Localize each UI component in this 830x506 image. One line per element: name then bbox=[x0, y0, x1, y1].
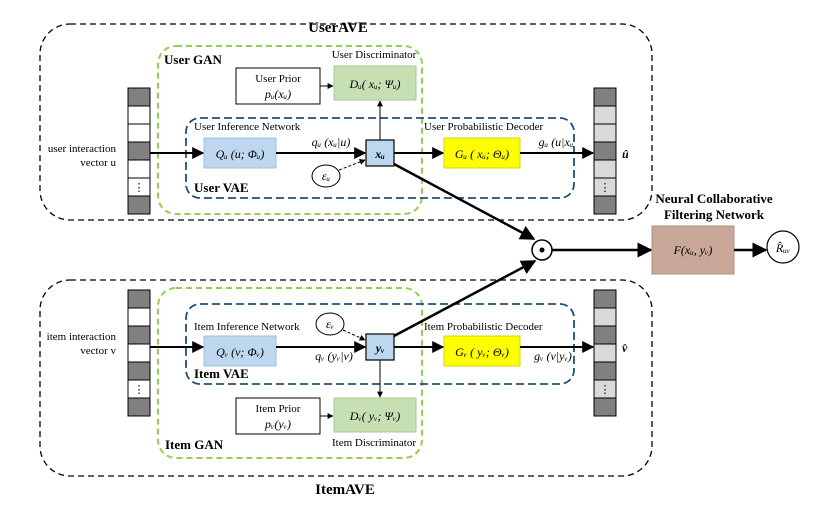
item-decoder-label: Item Probabilistic Decoder bbox=[424, 321, 543, 333]
user-discriminator-box bbox=[333, 65, 417, 101]
user-input-label-line1: user interaction bbox=[48, 143, 117, 155]
user-inference-label: User Inference Network bbox=[194, 121, 301, 133]
item-decoder-math: Gᵥ ( yᵥ; Θᵥ) bbox=[455, 345, 509, 359]
item-latent-box bbox=[365, 333, 395, 361]
item-input-label-line2: vector v bbox=[80, 345, 116, 357]
item-gan-label: Item GAN bbox=[165, 437, 224, 452]
rating-node bbox=[766, 230, 800, 264]
user-decoder-box bbox=[443, 137, 521, 169]
ncf-box bbox=[651, 225, 735, 275]
user-prior-title: User Prior bbox=[255, 73, 301, 85]
user-noise-node bbox=[311, 164, 341, 188]
item-ave-region bbox=[39, 279, 653, 477]
item-discriminator-label: Item Discriminator bbox=[332, 437, 416, 449]
item-output-ellipsis: ⋮ bbox=[600, 384, 611, 396]
item-ave-title: ItemAVE bbox=[315, 482, 375, 498]
item-discriminator-box bbox=[333, 397, 417, 433]
item-noise-symbol: εᵥ bbox=[326, 317, 334, 331]
user-vae-label: User VAE bbox=[194, 180, 249, 195]
item-noise-node bbox=[315, 312, 345, 336]
item-g-distribution: gᵥ (v|yᵥ) bbox=[534, 349, 572, 363]
user-prior-math: pᵤ(xᵤ) bbox=[264, 87, 291, 101]
item-arrows bbox=[150, 259, 595, 419]
user-output-symbol: û bbox=[622, 147, 629, 161]
ncf-title-line1: Neural Collaborative bbox=[655, 191, 773, 206]
user-output-ellipsis: ⋮ bbox=[600, 182, 611, 194]
item-input-vector: ⋮ bbox=[127, 289, 151, 417]
item-gan-region bbox=[157, 287, 423, 459]
item-vae-region bbox=[185, 303, 575, 385]
user-decoder-label: User Probabilistic Decoder bbox=[424, 121, 543, 133]
user-g-distribution: gᵤ (u|xᵤ bbox=[539, 135, 574, 149]
user-inference-math: Qᵤ (u; Φᵤ) bbox=[216, 147, 265, 161]
ncf-title-line2: Filtering Network bbox=[664, 207, 765, 222]
ncf-math: F(xᵤ, yᵥ) bbox=[673, 243, 713, 257]
user-latent-box bbox=[365, 139, 395, 167]
user-ave-title: UserAVE bbox=[308, 20, 368, 36]
user-inference-box bbox=[203, 137, 277, 169]
user-decoder-math: Gᵤ ( xᵤ; Θᵤ) bbox=[455, 147, 509, 161]
item-input-label-line1: item interaction bbox=[47, 331, 117, 343]
user-input-label-line2: vector u bbox=[80, 157, 116, 169]
item-prior-title: Item Prior bbox=[256, 403, 301, 415]
item-inference-label: Item Inference Network bbox=[194, 321, 300, 333]
item-latent-symbol: yᵥ bbox=[374, 341, 384, 355]
user-gan-label: User GAN bbox=[164, 52, 223, 67]
user-prior-box bbox=[235, 67, 321, 105]
user-discriminator-label: User Discriminator bbox=[332, 49, 417, 61]
item-discriminator-math: Dᵥ( yᵥ; Ψᵥ) bbox=[349, 409, 401, 423]
item-prior-box bbox=[235, 397, 321, 435]
user-output-vector: ⋮ bbox=[593, 87, 617, 215]
item-decoder-box bbox=[443, 335, 521, 367]
rating-symbol: R̂ᵤᵥ bbox=[775, 241, 790, 255]
user-ave-region bbox=[39, 23, 653, 221]
user-arrows bbox=[150, 83, 595, 241]
user-latent-symbol: xᵤ bbox=[374, 147, 385, 161]
item-output-vector: ⋮ bbox=[593, 289, 617, 417]
item-inference-box bbox=[203, 335, 277, 367]
item-q-distribution: qᵥ (yᵥ|v) bbox=[315, 349, 353, 363]
item-prior-math: pᵥ(yᵥ) bbox=[264, 417, 291, 431]
user-q-distribution: qᵤ (xᵤ|u) bbox=[312, 135, 351, 149]
element-product-dot bbox=[539, 247, 545, 253]
user-discriminator-math: Dᵤ( xᵤ; Ψᵤ) bbox=[349, 77, 401, 91]
user-input-vector: ⋮ bbox=[127, 87, 151, 215]
item-inference-math: Qᵥ (v; Φᵥ) bbox=[216, 345, 264, 359]
item-output-symbol: v̂ bbox=[622, 341, 628, 355]
item-vae-label: Item VAE bbox=[194, 366, 249, 381]
item-input-ellipsis: ⋮ bbox=[134, 384, 145, 396]
user-input-ellipsis: ⋮ bbox=[134, 182, 145, 194]
user-noise-symbol: εᵤ bbox=[322, 169, 330, 183]
user-gan-region bbox=[157, 45, 423, 215]
